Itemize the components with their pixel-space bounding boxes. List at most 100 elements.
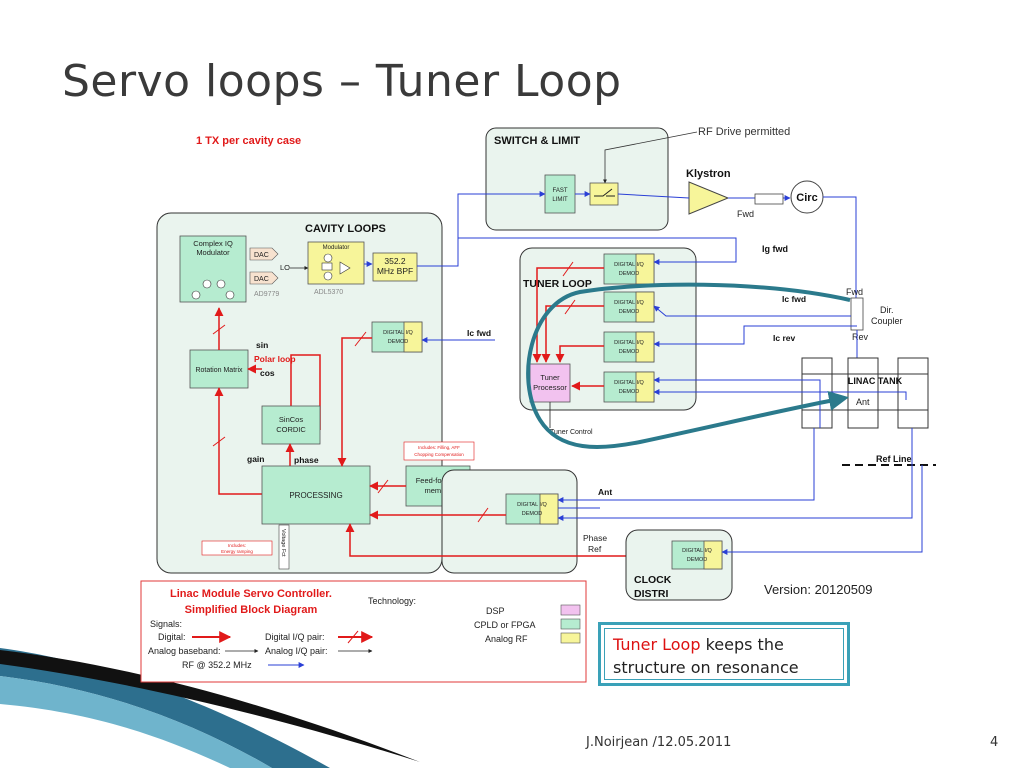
dac-lower — [249, 271, 279, 285]
includes-filling-2: Chopping Compensation — [414, 452, 464, 457]
tuner-demod-2-label-2: DEMOD — [619, 309, 640, 315]
fwd-coupler-top — [754, 193, 784, 205]
legend-analog-baseband: Analog baseband: — [148, 646, 221, 656]
polar-loop-label: Polar loop — [254, 354, 296, 364]
linac-tank-left-cell — [801, 357, 833, 429]
rf-drive-permitted: RF Drive permitted — [698, 126, 790, 138]
clock-label-2: DISTRI — [634, 588, 669, 600]
legend-analog-rf: Analog RF — [485, 634, 528, 644]
demod-ant-label-2: DEMOD — [522, 511, 543, 517]
bpf-352-2 — [372, 252, 418, 282]
voltage-fct-box — [278, 524, 290, 570]
complex-iq-label-1: Complex IQ — [193, 239, 233, 248]
ad9779-label: AD9779 — [254, 291, 279, 298]
ic-fwd-label: Ic fwd — [467, 328, 491, 338]
cavity-loops-title: CAVITY LOOPS — [305, 223, 386, 235]
ig-fwd-label: Ig fwd — [762, 244, 788, 254]
modulator-adl5370 — [307, 241, 365, 285]
legend-technology: Technology: — [368, 596, 416, 606]
includes-filling-note — [403, 441, 475, 461]
includes-energy-2: Energy ramping — [221, 549, 253, 554]
tuner-control-label: Tuner Control — [550, 429, 593, 436]
includes-energy-note — [201, 540, 273, 556]
tuner-demod-1-label-1: DIGITAL I/Q — [614, 262, 644, 268]
demod-clock-label-2: DEMOD — [687, 557, 708, 563]
linac-tank-right-cell — [897, 357, 929, 429]
processing-block — [261, 465, 371, 525]
tuner-demod-3-label-2: DEMOD — [619, 349, 640, 355]
demod-cavity-label-1: DIGITAL I/Q — [383, 330, 413, 336]
phase-ref-label-1: Phase — [583, 533, 607, 543]
lo-label: LO — [280, 263, 290, 272]
legend-signals: Signals: — [150, 619, 182, 629]
tuner-demods — [603, 253, 655, 403]
cos-label: cos — [260, 368, 275, 378]
sin-label: sin — [256, 340, 268, 350]
feedforward-label-2: memory — [424, 486, 451, 495]
decorative-swoosh — [0, 648, 420, 768]
fwd-coupler-label: Fwd — [846, 287, 863, 297]
tuner-blue-links — [458, 237, 907, 428]
clock-label-1: CLOCK — [634, 574, 672, 586]
ant-tank-label: Ant — [856, 397, 870, 407]
case-note: 1 TX per cavity case — [196, 135, 301, 147]
phase-ref-label-2: Ref — [588, 544, 602, 554]
tuner-loop-title: TUNER LOOP — [523, 278, 592, 290]
ic-rev-label: Ic rev — [773, 333, 795, 343]
dac-upper — [249, 247, 279, 261]
complex-iq-modulator — [179, 235, 247, 303]
legend-title-2: Simplified Block Diagram — [185, 604, 318, 616]
fwd-top-label: Fwd — [737, 209, 754, 219]
iq-mixer-glyphs — [191, 279, 235, 300]
feedforward-label-1: Feed-forward — [416, 476, 461, 485]
switch-limit-title: SWITCH & LIMIT — [494, 135, 580, 147]
demod-cavity-label-2: DEMOD — [388, 339, 409, 345]
dir-coupler-label-1: Dir. — [880, 305, 894, 315]
ant-label: Ant — [598, 487, 612, 497]
legend-digital-iq: Digital I/Q pair: — [265, 632, 325, 642]
processing-label: PROCESSING — [289, 491, 342, 500]
tuner-loop-callout: Tuner Loop keeps the structure on resona… — [598, 622, 850, 686]
tuner-demod-2-label-1: DIGITAL I/Q — [614, 300, 644, 306]
tuner-demod-4-label-2: DEMOD — [619, 389, 640, 395]
legend-title-1: Linac Module Servo Controller. — [170, 588, 332, 600]
legend-analog-rf-swatch — [560, 632, 581, 644]
klystron-label: Klystron — [686, 168, 731, 180]
legend-digital: Digital: — [158, 632, 186, 642]
fast-limit-label-2: LIMIT — [552, 197, 568, 203]
fast-limit-label-1: FAST — [552, 188, 567, 194]
tuner-proc-label-1: Tuner — [540, 373, 560, 382]
rf-switch-block — [589, 182, 619, 206]
legend-dsp-swatch — [560, 604, 581, 616]
callout-highlight: Tuner Loop — [613, 635, 701, 654]
linac-tank-mid-cell — [847, 357, 879, 429]
footer-author: J.Noirjean /12.05.2011 — [586, 735, 732, 750]
version-label: Version: 20120509 — [764, 582, 872, 597]
tuner-demod-4-label-1: DIGITAL I/Q — [614, 380, 644, 386]
bpf-label-2: MHz BPF — [377, 266, 413, 276]
sincos-label-1: SinCos — [279, 415, 303, 424]
directional-coupler — [850, 297, 864, 331]
legend-analog-iq: Analog I/Q pair: — [265, 646, 328, 656]
legend-cpld: CPLD or FPGA — [474, 620, 536, 630]
complex-iq-label-2: Modulator — [196, 248, 230, 257]
tuner-red-links — [532, 267, 604, 391]
demod-clock-label-1: DIGITAL I/Q — [682, 548, 712, 554]
dir-coupler-label-2: Coupler — [871, 316, 903, 326]
tuner-demod-3-label-1: DIGITAL I/Q — [614, 340, 644, 346]
includes-energy-1: Includes: — [228, 543, 246, 548]
bpf-label-1: 352.2 — [384, 256, 406, 266]
callout-text: keeps the structure on resonance — [613, 635, 799, 677]
phase-label: phase — [294, 455, 319, 465]
circ-label: Circ — [796, 192, 817, 204]
slide-title: Servo loops – Tuner Loop — [62, 56, 622, 107]
demod-ant-label-1: DIGITAL I/Q — [517, 502, 547, 508]
rotation-matrix-label: Rotation Matrix — [195, 367, 243, 374]
includes-filling-1: Includes: Filling, AFF — [418, 445, 460, 450]
legend-rf: RF @ 352.2 MHz — [182, 660, 252, 670]
ref-line-label: Ref Line — [876, 454, 912, 464]
tuner-processor — [529, 363, 571, 403]
gain-label: gain — [247, 454, 264, 464]
dac-upper-label: DAC — [254, 252, 269, 259]
sincos-label-2: CORDIC — [276, 425, 306, 434]
